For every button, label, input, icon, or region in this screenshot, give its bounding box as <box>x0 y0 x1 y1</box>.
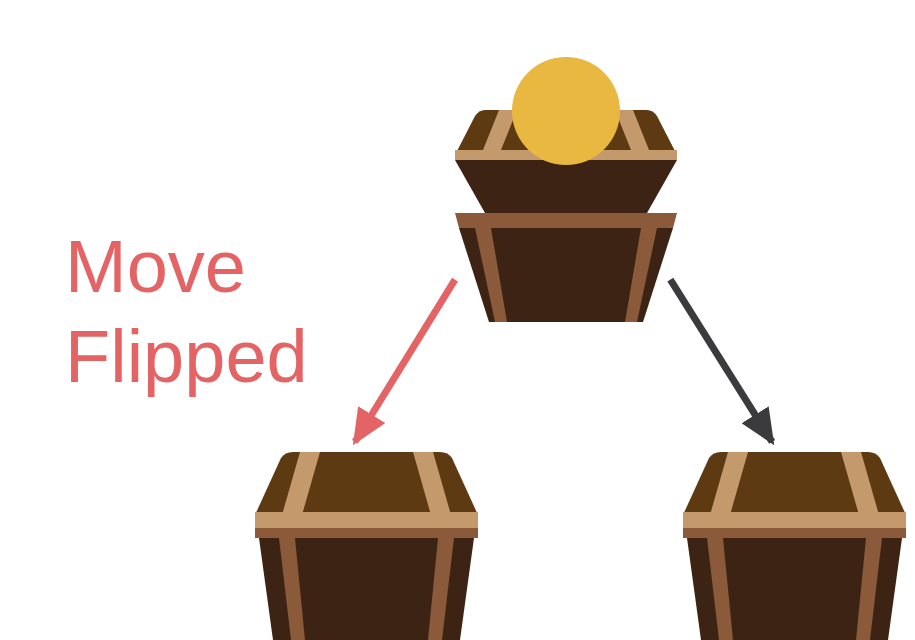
chest-body <box>687 538 902 640</box>
move-arrow <box>355 280 455 442</box>
body-strap <box>856 538 882 640</box>
node-text-holder <box>683 452 905 640</box>
lid-strap <box>481 110 517 155</box>
lid-strap <box>615 110 651 155</box>
body-strap <box>279 538 305 640</box>
chest-rim <box>255 528 478 538</box>
chest-body <box>459 228 673 322</box>
treasure-chest <box>455 110 677 322</box>
gold-coin <box>512 57 620 165</box>
lid-strap <box>282 452 320 515</box>
treasure-chest <box>255 452 478 640</box>
chest-lid-top <box>683 452 906 515</box>
node-text-holder <box>455 110 677 322</box>
move-arrow <box>670 280 772 442</box>
lid-rim <box>255 512 478 528</box>
edge-label: Move Flipped <box>65 222 355 402</box>
body-strap <box>428 538 454 640</box>
node-text-holder <box>255 452 478 640</box>
chest-illustration <box>255 452 478 640</box>
body-strap <box>707 538 733 640</box>
chest-illustration <box>455 110 677 322</box>
lid-strap <box>413 452 451 515</box>
lid-strap <box>841 452 879 515</box>
lid-strap <box>710 452 748 515</box>
chest-rim <box>683 528 906 538</box>
chest-lid-top <box>255 452 478 515</box>
treasure-chest <box>683 452 905 640</box>
body-strap <box>475 228 507 322</box>
flipped-lid <box>455 160 677 213</box>
body-strap <box>625 228 657 322</box>
chest-illustration <box>683 452 905 640</box>
lid-rim <box>683 512 906 528</box>
chest-rim <box>455 213 677 228</box>
chest-body <box>259 538 474 640</box>
